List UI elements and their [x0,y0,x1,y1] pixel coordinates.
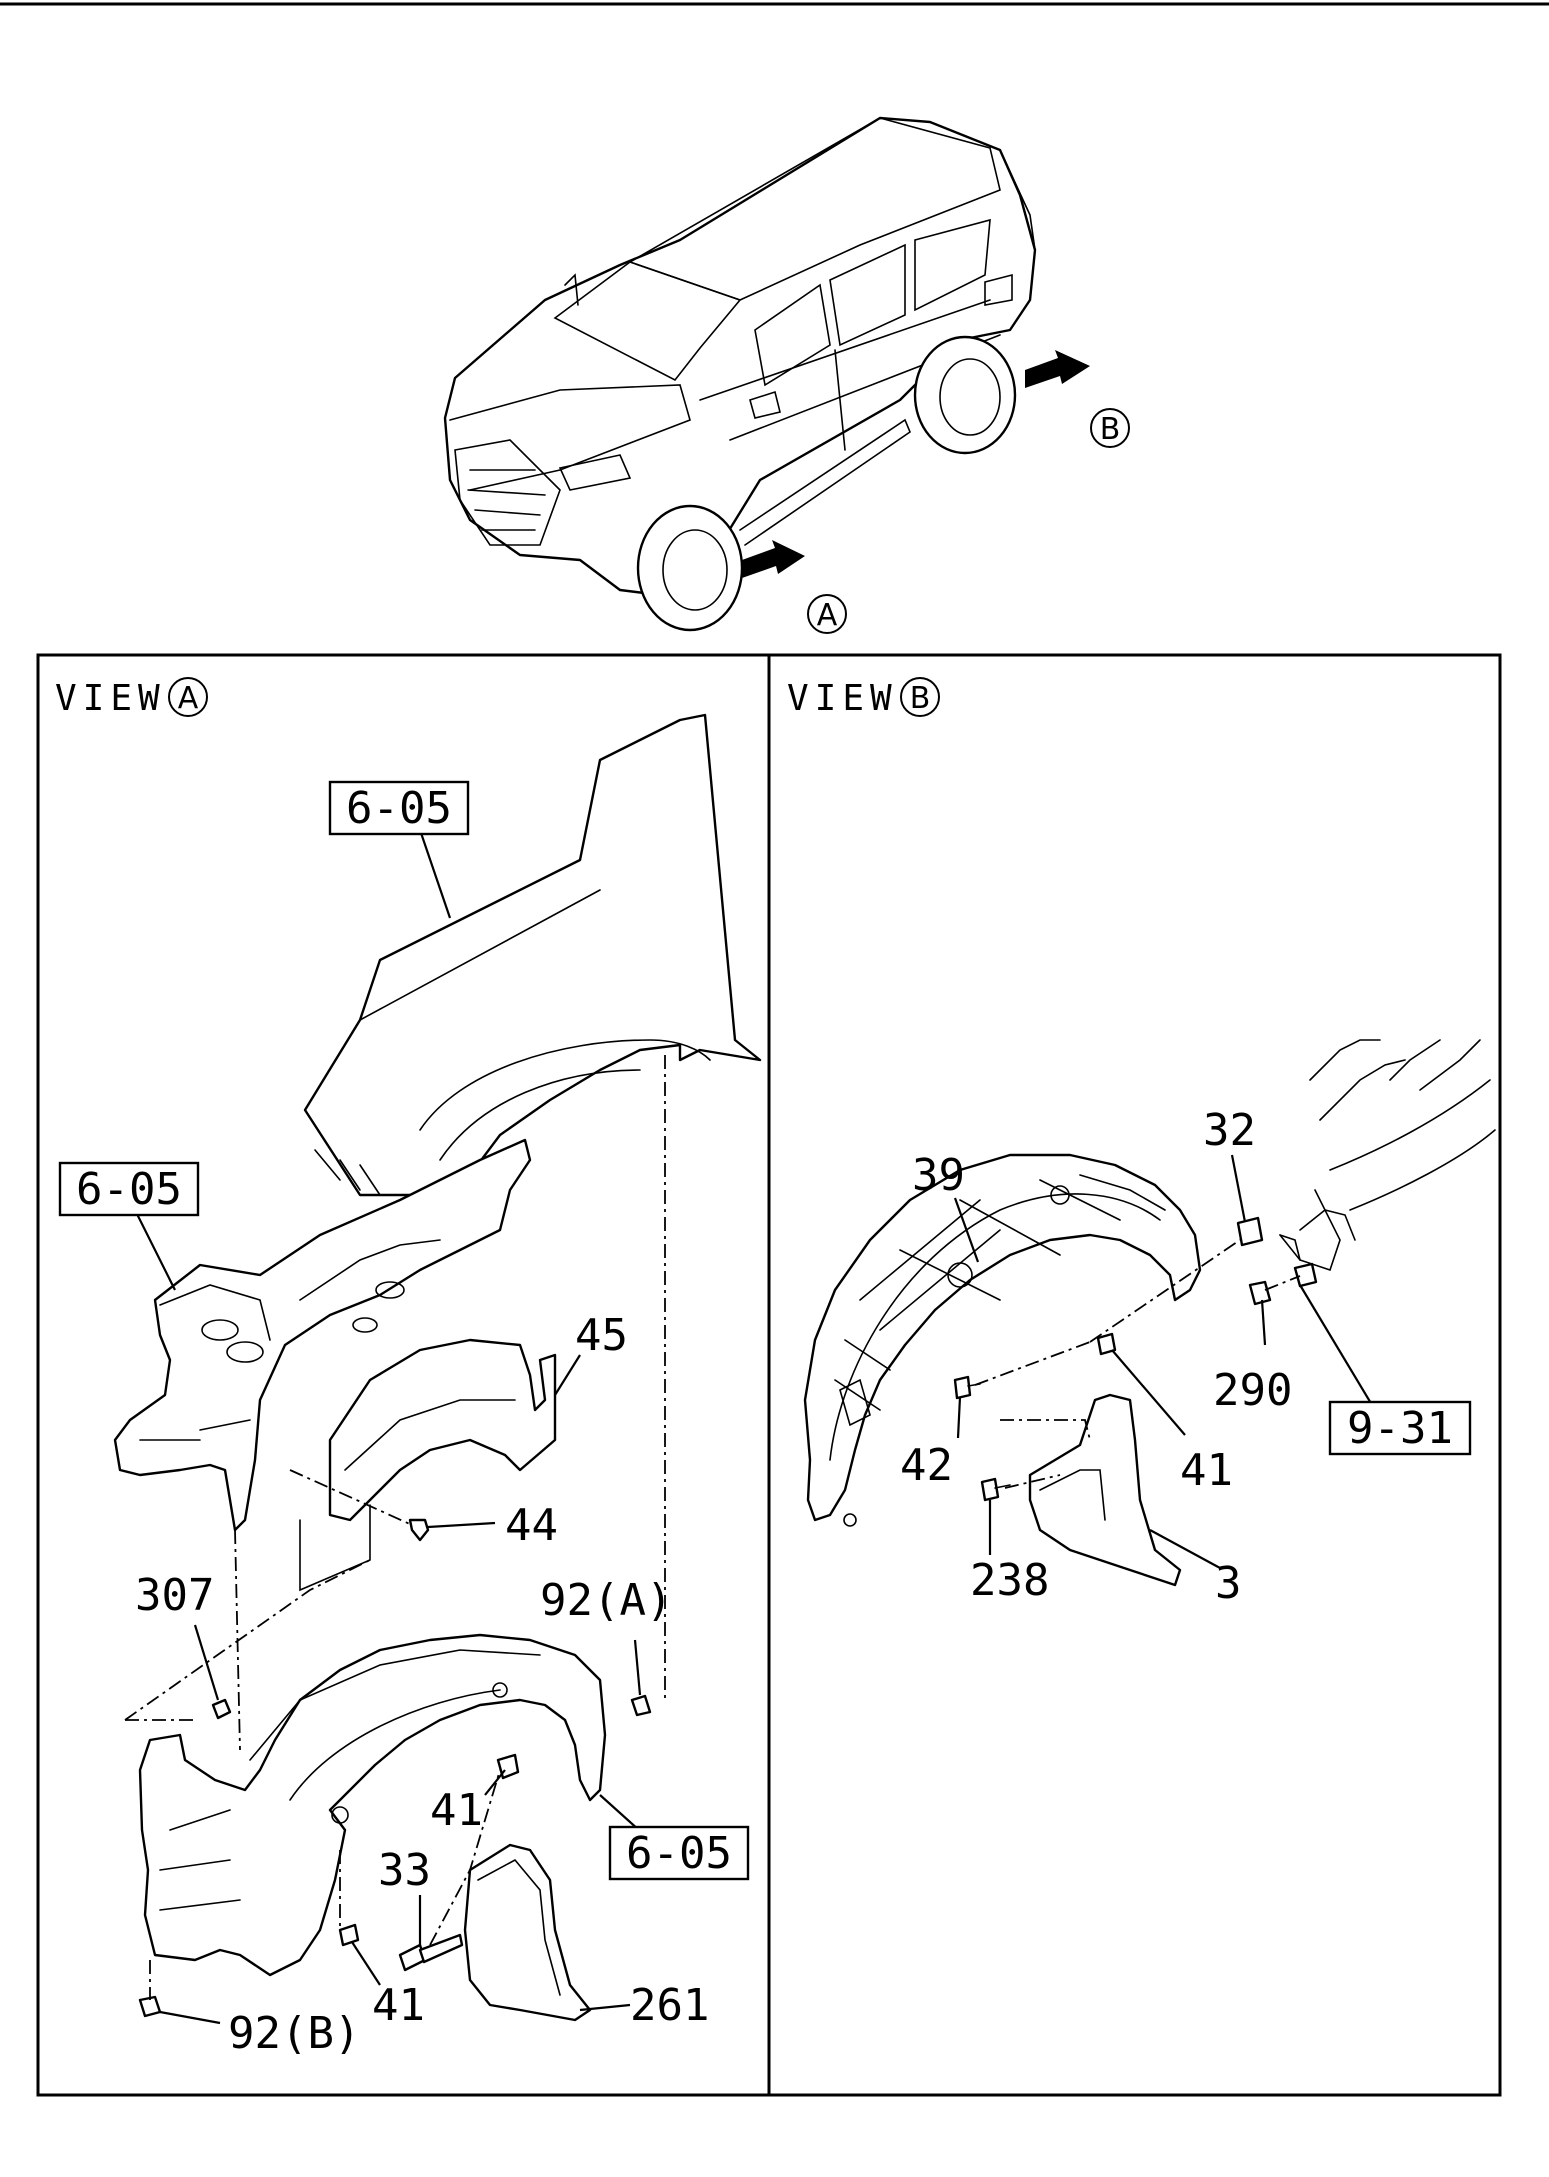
view-a-title: VIEW A [55,677,208,719]
part-label-39: 39 [912,1150,965,1201]
clip-931-icon [1293,1262,1318,1288]
view-b-leaders [953,1154,1376,1569]
ref-605-mid: 6-05 [58,1161,200,1217]
svg-text:6-05: 6-05 [76,1164,182,1215]
part-label-41-b: 41 [1180,1445,1233,1496]
clip-32-icon [1236,1216,1264,1247]
svg-text:VIEW: VIEW [55,678,166,719]
part-label-261: 261 [630,1980,709,2031]
ref-605-top: 6-05 [328,780,470,836]
part-label-3: 3 [1215,1558,1242,1609]
screw-42-icon [953,1375,981,1400]
part-label-290: 290 [1213,1365,1292,1416]
arrow-b-icon [1025,350,1090,388]
view-b-title: VIEW B [787,677,940,719]
rear-body-side [1279,1039,1496,1272]
clip-307-icon [211,1698,232,1720]
svg-text:B: B [1100,412,1121,447]
part-label-33: 33 [378,1845,431,1896]
svg-text:6-05: 6-05 [346,783,452,834]
clip-44-icon [408,1518,496,1542]
svg-text:9-31: 9-31 [1347,1403,1453,1454]
svg-text:B: B [910,681,931,716]
view-b-panel: VIEW B [787,677,1496,1609]
callout-b: B [1090,408,1130,448]
arrow-a-icon [742,540,805,578]
svg-text:A: A [178,681,199,716]
part-label-42: 42 [900,1440,953,1491]
part-label-45: 45 [575,1310,628,1361]
view-b-assembly-lines [974,1239,1301,1489]
part-label-92a: 92(A) [540,1575,672,1626]
view-a-leaders [134,829,651,2025]
clip-290-icon [1248,1280,1272,1306]
svg-text:VIEW: VIEW [787,678,898,719]
svg-text:A: A [817,598,838,633]
screw-238-icon [980,1477,1011,1502]
part-label-44: 44 [505,1500,558,1551]
part-label-307: 307 [135,1570,214,1621]
front-mud-flap [463,1843,592,2022]
nut-92a-icon [630,1694,652,1717]
part-label-41-lower: 41 [372,1980,425,2031]
ref-931: 9-31 [1328,1400,1472,1456]
part-label-32: 32 [1203,1105,1256,1156]
view-a-panel: VIEW A [55,677,762,2059]
rear-mud-flap [1028,1393,1182,1587]
svg-text:6-05: 6-05 [626,1828,732,1879]
bolt-33-icon [398,1933,464,1972]
fender-apron [113,1138,532,1532]
clip-41-b-icon [1096,1332,1117,1356]
front-wheel-liner [138,1633,607,1977]
view-a-assembly-lines [124,1055,666,2000]
part-label-41-upper: 41 [430,1785,483,1836]
vehicle-overview: A B [443,116,1130,634]
callout-a: A [807,594,847,634]
clip-41-lower-icon [338,1923,360,1947]
ref-605-bottom: 6-05 [608,1825,750,1881]
rear-wheel-liner [803,1153,1202,1527]
part-label-92b: 92(B) [228,2008,360,2059]
fender-liner-small [299,1338,557,1592]
part-label-238: 238 [970,1555,1049,1606]
